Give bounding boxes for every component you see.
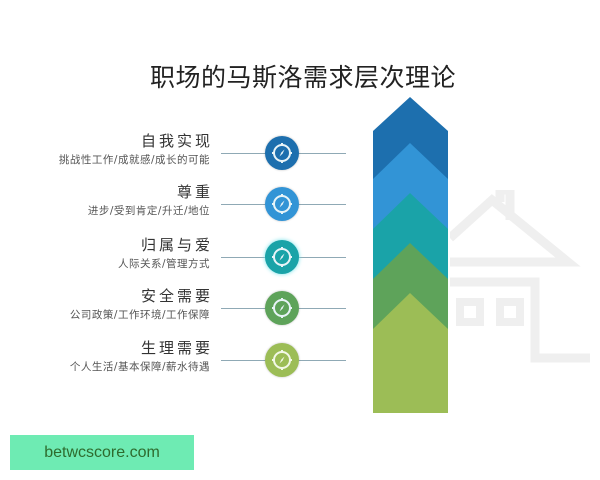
level-description: 进步/受到肯定/升迁/地位 xyxy=(87,205,210,217)
level-self-actualization: 自我实现 挑战性工作/成就感/成长的可能 xyxy=(0,132,600,184)
level-physiological: 生理需要 个人生活/基本保障/薪水待遇 xyxy=(0,339,600,391)
watermark-banner: betwcscore.com xyxy=(10,435,194,470)
compass-icon xyxy=(265,240,299,274)
level-description: 公司政策/工作环境/工作保障 xyxy=(69,309,210,321)
level-name: 安全需要 xyxy=(140,287,213,305)
level-safety: 安全需要 公司政策/工作环境/工作保障 xyxy=(0,287,600,339)
compass-icon xyxy=(265,136,299,170)
compass-icon xyxy=(265,343,299,377)
level-name: 归属与爱 xyxy=(140,236,213,254)
watermark-text: betwcscore.com xyxy=(44,443,160,461)
hierarchy-arrow xyxy=(373,97,448,413)
level-name: 生理需要 xyxy=(140,339,213,357)
level-belonging: 归属与爱 人际关系/管理方式 xyxy=(0,236,600,288)
level-description: 个人生活/基本保障/薪水待遇 xyxy=(69,361,210,373)
level-name: 尊重 xyxy=(176,183,213,201)
house-icon xyxy=(450,190,590,363)
compass-icon xyxy=(265,187,299,221)
arrow-segment-5 xyxy=(373,293,448,413)
diagram-title: 职场的马斯洛需求层次理论 xyxy=(149,63,456,92)
level-description: 挑战性工作/成就感/成长的可能 xyxy=(58,154,210,166)
level-name: 自我实现 xyxy=(140,132,213,150)
level-esteem: 尊重 进步/受到肯定/升迁/地位 xyxy=(0,183,600,235)
compass-icon xyxy=(265,291,299,325)
level-description: 人际关系/管理方式 xyxy=(117,258,210,270)
